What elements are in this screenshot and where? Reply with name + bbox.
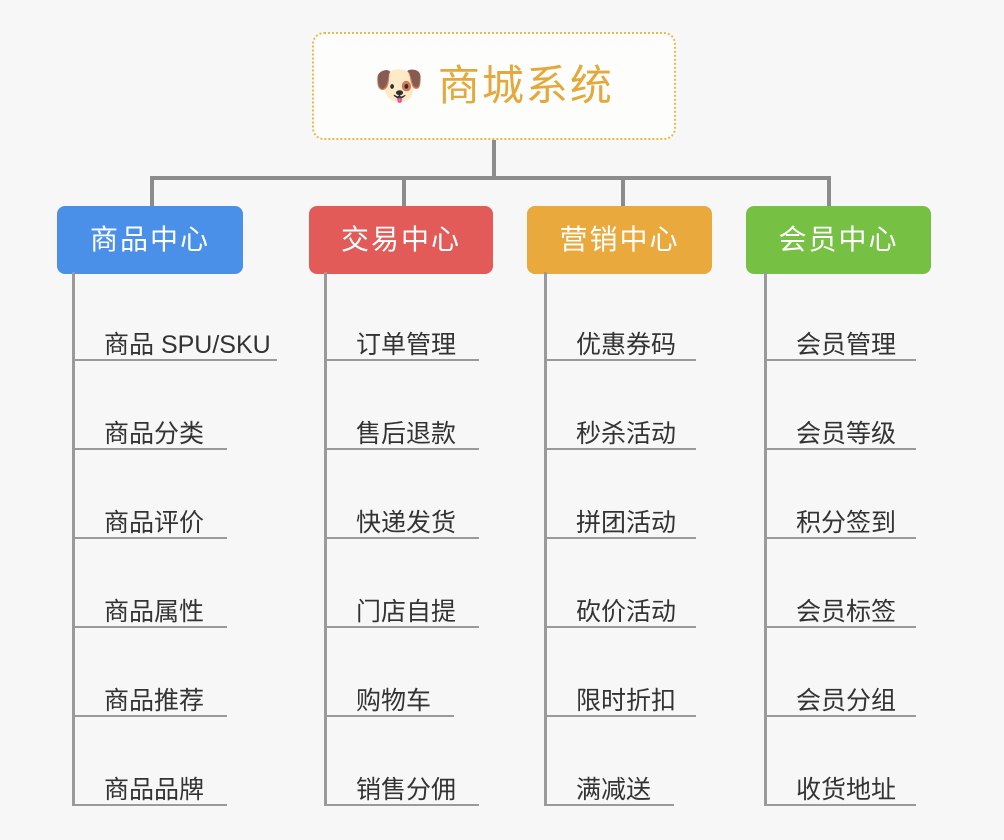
leaf-item[interactable]: 限时折扣 [544, 628, 696, 717]
leaf-underline [544, 359, 696, 361]
leaf-column-trade-center: 订单管理 售后退款 快递发货 门店自提 购物车 销售分佣 [324, 272, 479, 806]
leaf-item[interactable]: 砍价活动 [544, 539, 696, 628]
leaf-item[interactable]: 拼团活动 [544, 450, 696, 539]
leaf-label: 砍价活动 [576, 597, 677, 626]
leaf-underline [324, 626, 479, 628]
leaf-underline [544, 804, 674, 806]
leaf-underline [544, 448, 696, 450]
category-label: 会员中心 [778, 224, 899, 255]
category-header-marketing-center[interactable]: 营销中心 [527, 206, 712, 274]
leaf-underline [72, 715, 227, 717]
category-label: 营销中心 [559, 224, 680, 255]
leaf-item[interactable]: 商品评价 [72, 450, 277, 539]
column-spine [544, 272, 547, 806]
leaf-label: 商品推荐 [104, 686, 205, 715]
leaf-item[interactable]: 会员管理 [764, 272, 916, 361]
leaf-column-member-center: 会员管理 会员等级 积分签到 会员标签 会员分组 收货地址 [764, 272, 916, 806]
leaf-item[interactable]: 收货地址 [764, 717, 916, 806]
connector-drop-product [150, 176, 154, 208]
leaf-label: 商品品牌 [104, 775, 205, 804]
leaf-underline [72, 537, 227, 539]
leaf-underline [764, 804, 916, 806]
leaf-item[interactable]: 门店自提 [324, 539, 479, 628]
leaf-label: 订单管理 [356, 330, 457, 359]
leaf-label: 门店自提 [356, 597, 457, 626]
leaf-underline [324, 448, 479, 450]
root-title: 商城系统 [437, 62, 614, 109]
leaf-item[interactable]: 积分签到 [764, 450, 916, 539]
column-spine [324, 272, 327, 806]
leaf-label: 商品分类 [104, 419, 205, 448]
leaf-underline [544, 537, 696, 539]
leaf-underline [324, 804, 479, 806]
connector-drop-member [827, 176, 831, 208]
root-node[interactable]: 🐶 商城系统 [312, 32, 676, 140]
dog-face-icon: 🐶 [374, 64, 424, 108]
category-label: 商品中心 [89, 224, 210, 255]
leaf-underline [72, 804, 227, 806]
leaf-underline [324, 537, 479, 539]
column-spine [72, 272, 75, 806]
leaf-label: 积分签到 [796, 508, 897, 537]
leaf-item[interactable]: 快递发货 [324, 450, 479, 539]
leaf-underline [764, 715, 916, 717]
leaf-underline [72, 448, 227, 450]
leaf-underline [544, 715, 696, 717]
category-label: 交易中心 [340, 224, 461, 255]
leaf-item[interactable]: 商品推荐 [72, 628, 277, 717]
leaf-label: 收货地址 [796, 775, 897, 804]
leaf-column-marketing-center: 优惠券码 秒杀活动 拼团活动 砍价活动 限时折扣 满减送 [544, 272, 696, 806]
leaf-label: 快递发货 [356, 508, 457, 537]
leaf-item[interactable]: 商品属性 [72, 539, 277, 628]
connector-horizontal-bus [150, 176, 830, 180]
leaf-label: 售后退款 [356, 419, 457, 448]
leaf-label: 限时折扣 [576, 686, 677, 715]
leaf-underline [72, 626, 227, 628]
leaf-label: 会员分组 [796, 686, 897, 715]
leaf-column-product-center: 商品 SPU/SKU 商品分类 商品评价 商品属性 商品推荐 商品品牌 [72, 272, 277, 806]
leaf-item[interactable]: 购物车 [324, 628, 462, 717]
leaf-item[interactable]: 售后退款 [324, 361, 479, 450]
leaf-item[interactable]: 商品分类 [72, 361, 277, 450]
leaf-label: 商品属性 [104, 597, 205, 626]
connector-root-stem [492, 140, 496, 178]
leaf-label: 秒杀活动 [576, 419, 677, 448]
leaf-underline [764, 359, 916, 361]
leaf-item[interactable]: 会员等级 [764, 361, 916, 450]
connector-drop-trade [402, 176, 406, 208]
category-header-member-center[interactable]: 会员中心 [746, 206, 931, 274]
leaf-label: 销售分佣 [356, 775, 457, 804]
leaf-label: 购物车 [356, 686, 432, 715]
leaf-label: 商品评价 [104, 508, 205, 537]
leaf-label: 拼团活动 [576, 508, 677, 537]
leaf-item[interactable]: 优惠券码 [544, 272, 696, 361]
leaf-label: 满减送 [576, 775, 652, 804]
leaf-underline [324, 715, 454, 717]
leaf-label: 商品 SPU/SKU [104, 330, 271, 359]
category-header-trade-center[interactable]: 交易中心 [309, 206, 493, 274]
leaf-underline [544, 626, 696, 628]
leaf-item[interactable]: 满减送 [544, 717, 682, 806]
leaf-label: 会员等级 [796, 419, 897, 448]
leaf-item[interactable]: 订单管理 [324, 272, 479, 361]
leaf-underline [324, 359, 479, 361]
leaf-underline [764, 537, 916, 539]
leaf-item[interactable]: 秒杀活动 [544, 361, 696, 450]
leaf-item[interactable]: 销售分佣 [324, 717, 479, 806]
leaf-underline [72, 359, 277, 361]
leaf-label: 会员管理 [796, 330, 897, 359]
leaf-underline [764, 448, 916, 450]
connector-drop-marketing [621, 176, 625, 208]
column-spine [764, 272, 767, 806]
leaf-underline [764, 626, 916, 628]
leaf-label: 会员标签 [796, 597, 897, 626]
leaf-item[interactable]: 会员标签 [764, 539, 916, 628]
leaf-item[interactable]: 会员分组 [764, 628, 916, 717]
leaf-item[interactable]: 商品品牌 [72, 717, 277, 806]
leaf-item[interactable]: 商品 SPU/SKU [72, 272, 277, 361]
category-header-product-center[interactable]: 商品中心 [57, 206, 243, 274]
leaf-label: 优惠券码 [576, 330, 677, 359]
